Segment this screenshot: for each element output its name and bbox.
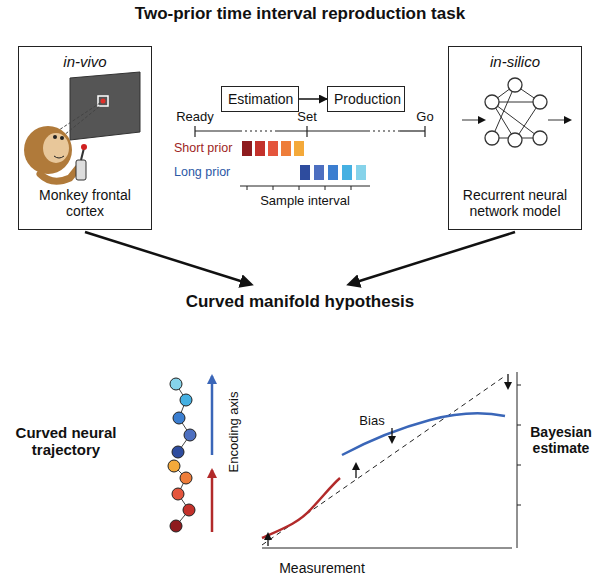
flow-arrow [85,232,250,284]
text-label: Bias [359,414,384,429]
text-label: Set [297,110,317,125]
box-heading: in-silico [455,53,575,70]
long-prior-bars [300,165,366,180]
text-label: Curved neural trajectory [10,424,122,459]
box-heading: in-vivo [25,53,145,70]
box-text: Estimation [228,91,292,107]
box-text: Monkey frontal cortex [25,187,145,219]
sample-axis [240,186,370,190]
flow-arrow [350,232,515,284]
text-label: Encoding axis [227,392,242,473]
estimate-plot [262,372,521,548]
text-label: Sample interval [260,194,350,209]
text-label: Ready [176,110,214,125]
neural-trajectory [168,376,212,532]
box-text: Recurrent neural network model [455,187,575,219]
short-prior-bars [242,141,304,156]
text-label: Bayesian estimate [526,424,596,456]
timeline [195,126,425,137]
title: Two-prior time interval reproduction tas… [0,4,600,24]
text-label: Long prior [174,165,230,179]
network-icon [462,78,570,147]
panel-box: in-silicoRecurrent neural network model [448,46,582,230]
text-label: Go [416,110,433,125]
text-label: Curved manifold hypothesis [186,292,415,312]
panel-box: in-vivoMonkey frontal cortex [18,46,152,230]
process-box: Estimation [221,86,299,112]
box-text: Production [334,91,398,107]
text-label: Short prior [174,141,232,155]
process-box: Production [327,86,405,112]
text-label: Measurement [279,560,365,576]
monkey-scene [24,72,140,181]
connector-arrow [299,98,327,100]
